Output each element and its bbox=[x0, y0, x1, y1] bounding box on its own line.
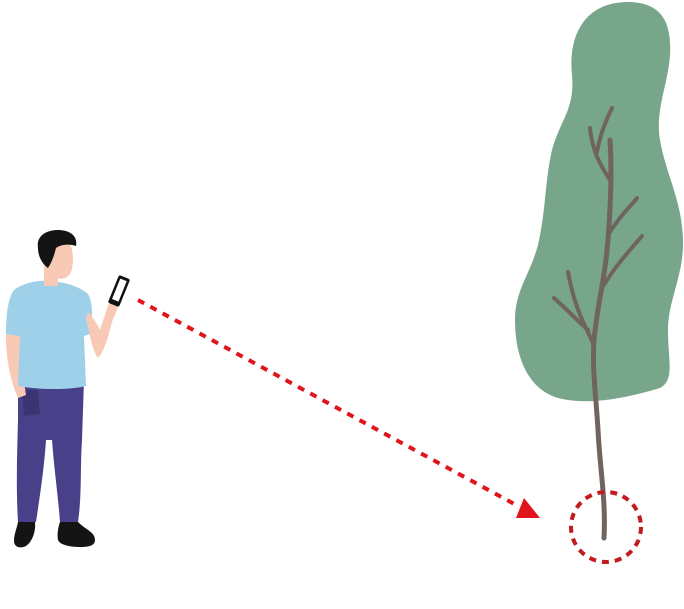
tree-canopy bbox=[515, 2, 684, 402]
tree-icon bbox=[515, 2, 684, 541]
person-pants bbox=[16, 380, 84, 522]
person-figure-icon bbox=[5, 230, 130, 548]
target-circle-icon bbox=[569, 490, 643, 564]
person-hair bbox=[37, 230, 77, 268]
person-arm-right bbox=[86, 296, 119, 358]
measure-line bbox=[137, 298, 540, 518]
person-shoe-left bbox=[14, 522, 36, 548]
person-shirt bbox=[6, 280, 92, 389]
person-shoe-right bbox=[57, 522, 95, 547]
tree-trunk bbox=[590, 137, 614, 541]
tree-branches bbox=[552, 106, 644, 347]
smartphone-icon bbox=[108, 275, 130, 307]
arrowhead-icon bbox=[516, 498, 540, 518]
person-pocket-hand bbox=[22, 390, 40, 416]
